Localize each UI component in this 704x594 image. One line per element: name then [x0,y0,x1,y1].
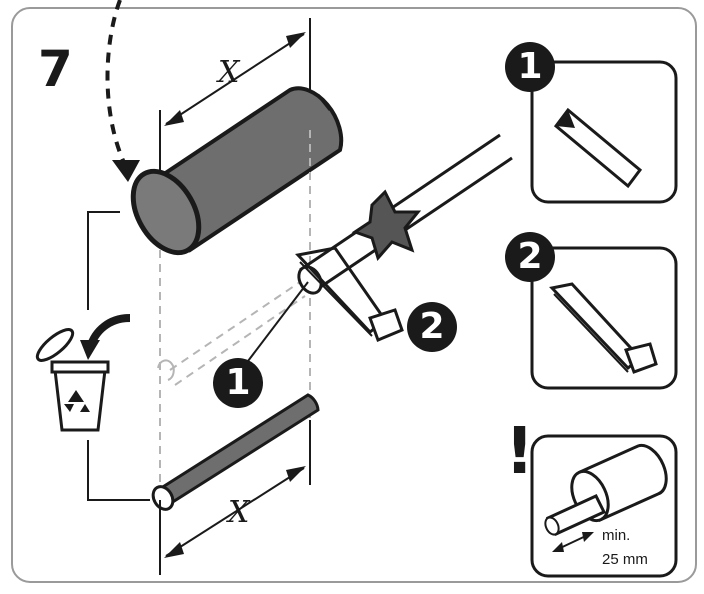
hacksaw-main [295,246,404,342]
hacksaw-icon [549,282,658,374]
callout-badge-2: 2 [407,302,457,352]
dimension-label-top: X [218,55,240,90]
dim-line-top [165,33,305,125]
callout-badge-1: 1 [213,358,263,408]
step-number: 7 [38,40,73,98]
bin-bracket-bottom [87,440,150,501]
panel-1-frame [530,60,678,204]
large-tube [130,86,344,256]
bin-bracket-top [87,211,120,310]
callout-leader [244,281,309,366]
arrow-head [112,160,140,182]
tube-detail-icon [544,443,668,552]
curved-dashed-arrow [105,0,127,166]
bin-arrow-head [80,340,100,360]
small-tube [151,393,320,511]
min-value: 25 mm [602,551,648,568]
dim-arrow-left-top [164,110,184,126]
ghost-ring [157,359,175,381]
panel-1-badge: 1 [505,42,555,92]
pencil-icon [553,107,643,189]
min-label: min. [602,527,631,544]
dim-arrow-left-bottom [164,542,184,558]
dimension-label-bottom: X [228,495,250,530]
panel-2-badge: 2 [505,232,555,282]
guide-diag-1 [169,281,301,371]
guide-diag-2 [174,295,306,386]
outer-frame [11,7,697,583]
recycle-bin-icon [35,328,110,432]
dim-arrow-right-top [286,32,306,48]
warning-icon: ! [505,415,535,489]
dim-arrow-right-bottom [286,466,306,482]
dim-line-bottom [165,467,305,557]
star-knob [351,189,422,262]
